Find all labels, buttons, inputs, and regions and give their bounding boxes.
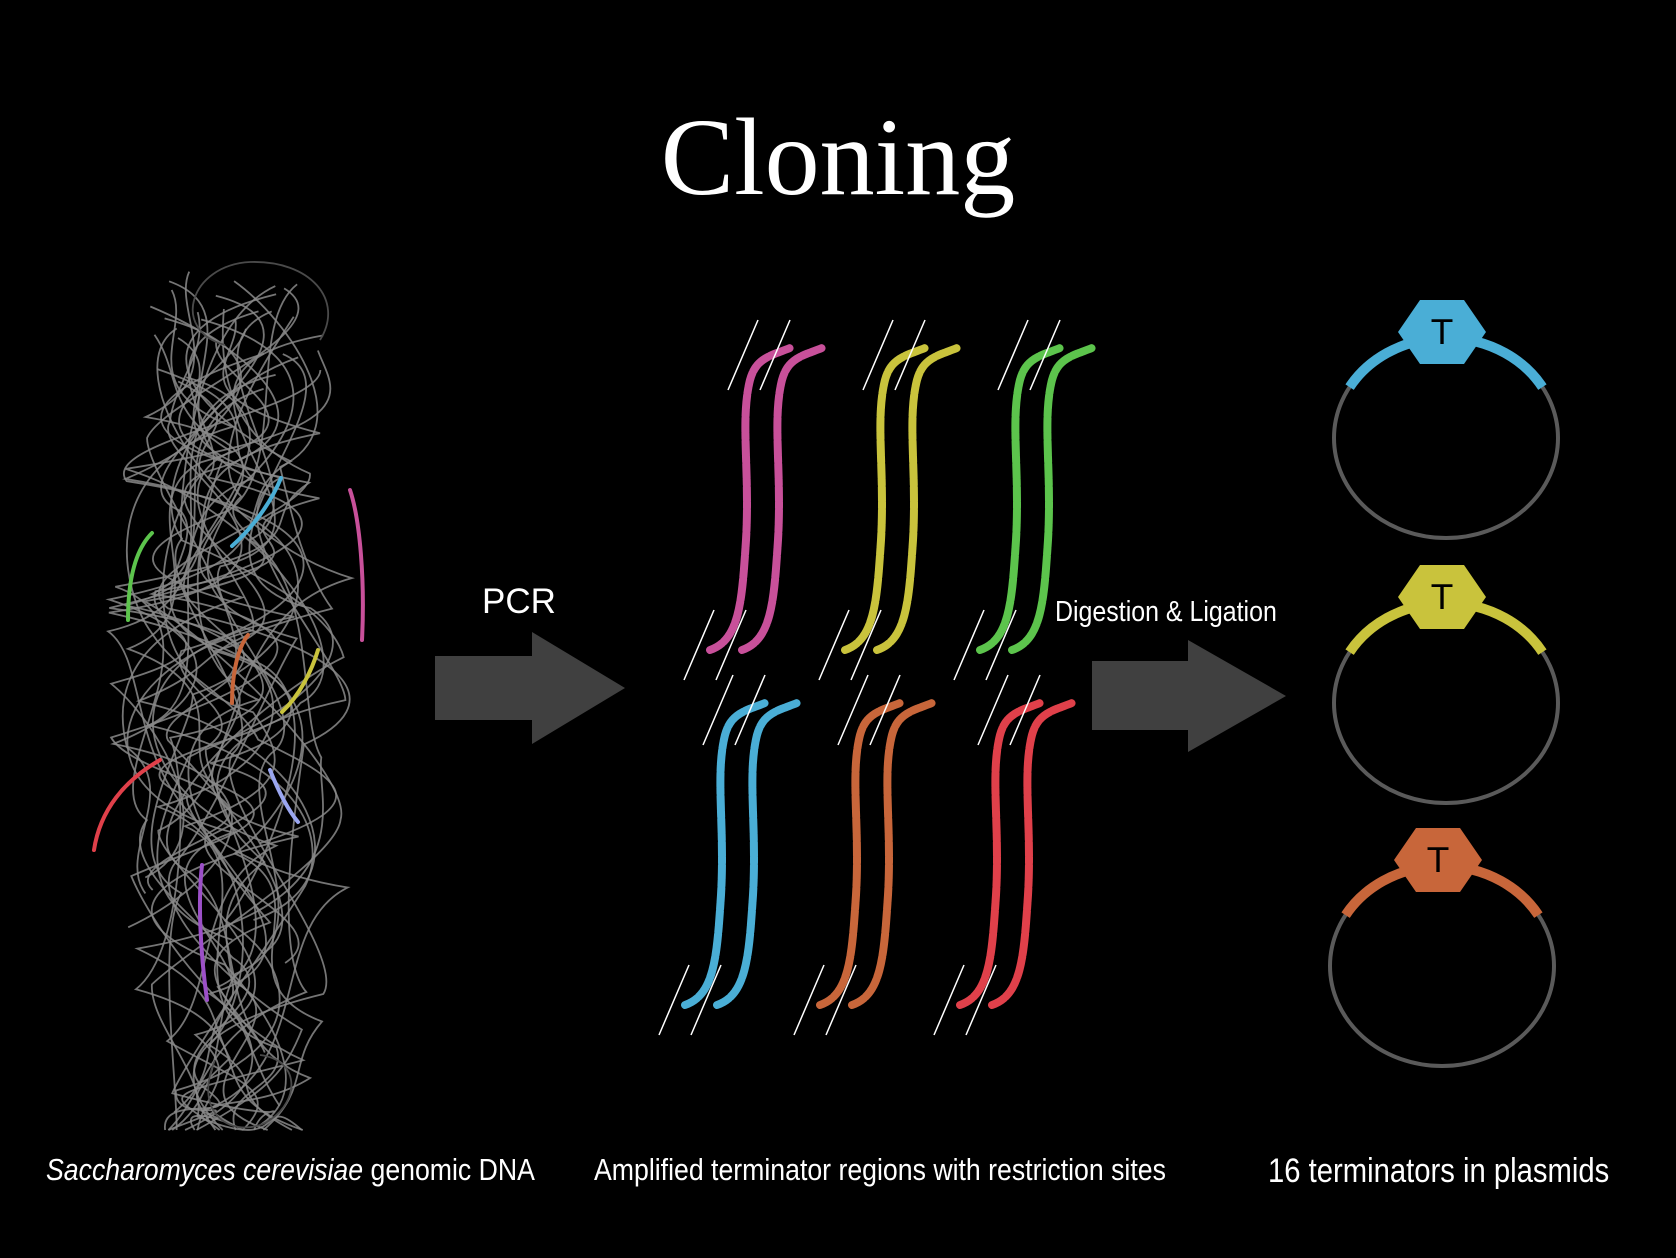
restriction-site-top — [727, 319, 759, 391]
restriction-site-bottom — [818, 609, 850, 681]
terminator-badge — [1394, 828, 1482, 892]
dna-strand — [166, 285, 345, 1131]
caption-genomic-dna: Saccharomyces cerevisiae genomic DNA — [46, 1152, 535, 1188]
fragment-strand-1 — [706, 344, 794, 654]
fragment-green — [953, 319, 1096, 681]
restriction-site-bottom — [953, 609, 985, 681]
plasmid-orange: T — [1328, 828, 1556, 1068]
dna-strand — [170, 356, 328, 1131]
restriction-site-top — [702, 674, 734, 746]
fragment-strand-1 — [976, 344, 1064, 654]
fragment-strand-2 — [873, 344, 961, 654]
restriction-site-bottom — [933, 964, 965, 1036]
fragment-blue — [658, 674, 801, 1036]
dna-strand — [106, 374, 351, 1131]
fragment-strand-1 — [681, 699, 769, 1009]
fragment-strand-1 — [841, 344, 929, 654]
fragment-strand-1 — [956, 699, 1044, 1009]
dna-highlight-periwinkle — [268, 768, 300, 824]
dna-strand — [135, 280, 334, 921]
dna-highlight-violet — [197, 863, 209, 1002]
fragment-red — [933, 674, 1076, 1036]
terminator-symbol: T — [1431, 313, 1453, 353]
fragment-strand-2 — [988, 699, 1076, 1009]
terminator-badge — [1398, 300, 1486, 364]
caption-genomic-rest: genomic DNA — [363, 1152, 535, 1187]
restriction-site-bottom — [715, 609, 747, 681]
restriction-site-top — [894, 319, 926, 391]
dna-strand — [123, 369, 322, 941]
restriction-site-bottom — [793, 964, 825, 1036]
dna-highlight-orange — [230, 633, 250, 705]
restriction-site-bottom — [683, 609, 715, 681]
fragment-magenta — [683, 319, 826, 681]
pcr-label: PCR — [482, 582, 556, 621]
restriction-site-top — [837, 674, 869, 746]
dna-strand — [134, 310, 324, 1131]
amplified-fragments — [658, 319, 1096, 1036]
terminator-badge — [1398, 565, 1486, 629]
restriction-site-top — [977, 674, 1009, 746]
fragment-strand-2 — [848, 699, 936, 1009]
dna-strand — [168, 318, 304, 1131]
restriction-site-top — [997, 319, 1029, 391]
digestion-ligation-label: Digestion & Ligation — [1055, 596, 1277, 628]
genomic-dna-tangle — [105, 261, 355, 1131]
dna-highlight-green — [126, 531, 154, 622]
dna-strand — [156, 327, 355, 1131]
page-title: Cloning — [660, 96, 1016, 218]
dna-highlight-red — [92, 758, 162, 852]
restriction-site-top — [734, 674, 766, 746]
restriction-site-top — [869, 674, 901, 746]
restriction-site-bottom — [985, 609, 1017, 681]
dna-highlight-yellow — [280, 648, 320, 714]
dna-strand — [133, 376, 304, 1131]
dna-strand — [126, 334, 255, 1113]
restriction-site-bottom — [690, 964, 722, 1036]
digestion-ligation-arrow — [1092, 640, 1286, 752]
restriction-site-bottom — [850, 609, 882, 681]
genomic-dna-highlights — [92, 476, 365, 1002]
restriction-site-top — [759, 319, 791, 391]
plasmids: T T T — [1328, 300, 1560, 1068]
dna-strand — [152, 283, 298, 1131]
restriction-site-bottom — [965, 964, 997, 1036]
restriction-site-top — [1009, 674, 1041, 746]
dna-strand — [109, 310, 303, 954]
fragment-strand-2 — [713, 699, 801, 1009]
caption-species: Saccharomyces cerevisiae — [46, 1152, 364, 1187]
terminator-symbol: T — [1431, 578, 1453, 618]
dna-strand — [109, 388, 300, 964]
fragment-strand-2 — [1008, 344, 1096, 654]
fragment-yellow — [818, 319, 961, 681]
pcr-arrow — [435, 632, 625, 744]
dna-strand — [162, 380, 279, 1131]
terminator-symbol: T — [1427, 841, 1449, 881]
dna-strand — [125, 289, 337, 844]
dna-top-loop — [191, 261, 330, 346]
caption-amplified-regions: Amplified terminator regions with restri… — [594, 1152, 1166, 1187]
restriction-site-top — [862, 319, 894, 391]
dna-highlight-blue — [230, 476, 283, 548]
caption-plasmids: 16 terminators in plasmids — [1268, 1152, 1610, 1190]
dna-highlight-magenta — [348, 488, 365, 642]
restriction-site-bottom — [825, 964, 857, 1036]
fragment-strand-2 — [738, 344, 826, 654]
dna-strand — [109, 280, 320, 879]
fragment-strand-1 — [816, 699, 904, 1009]
restriction-site-top — [1029, 319, 1061, 391]
plasmid-blue: T — [1332, 300, 1560, 540]
plasmid-yellow: T — [1332, 565, 1560, 805]
fragment-orange — [793, 674, 936, 1036]
dna-strand — [125, 318, 321, 1131]
dna-bottom-loop — [207, 1054, 293, 1129]
restriction-site-bottom — [658, 964, 690, 1036]
dna-strand — [177, 337, 347, 1131]
